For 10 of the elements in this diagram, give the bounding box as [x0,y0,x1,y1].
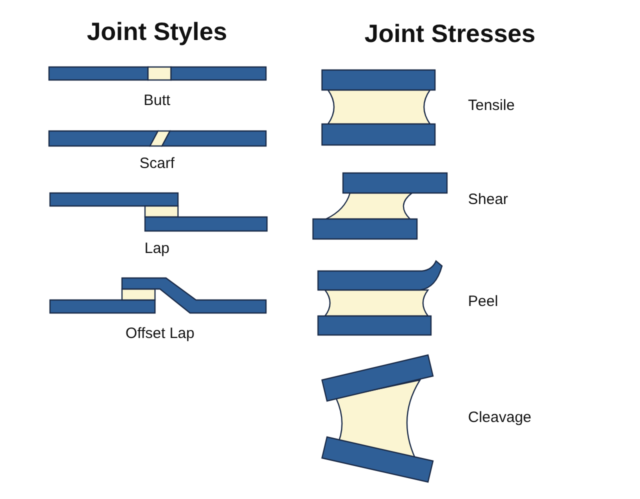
joint-label: Offset Lap [126,325,194,342]
joint-label: Peel [468,293,498,310]
joint-label: Cleavage [468,409,532,426]
joint-label: Tensile [468,97,515,114]
joint-label: Scarf [140,155,174,172]
joint-label: Lap [144,240,170,257]
joint-label: Shear [468,191,508,208]
column-heading: Joint Styles [86,18,228,47]
column-heading: Joint Stresses [364,20,536,49]
joint-label: Butt [144,92,170,109]
